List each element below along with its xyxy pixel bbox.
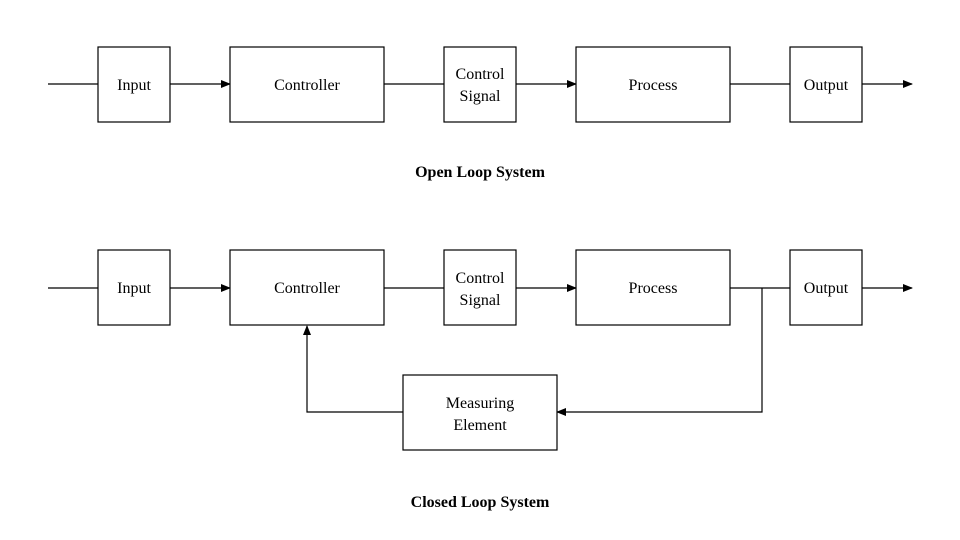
closed-loop-title: Closed Loop System <box>411 494 550 511</box>
closed-controller-label: Controller <box>274 280 340 297</box>
open-loop-diagram: Input Controller Control Signal Process … <box>48 46 913 181</box>
open-input-block: Input <box>97 46 171 123</box>
open-control-signal-label-line1: Control <box>456 66 505 83</box>
open-process-label: Process <box>629 77 678 94</box>
open-controller-block: Controller <box>229 46 385 123</box>
closed-control-signal-label-line1: Control <box>456 270 505 287</box>
closed-process-block: Process <box>575 249 731 326</box>
open-output-block: Output <box>789 46 863 123</box>
closed-controller-block: Controller <box>229 249 385 326</box>
closed-process-label: Process <box>629 280 678 297</box>
feedback-arrow-to-controller <box>303 325 403 413</box>
closed-loop-diagram: Input Controller Control Signal Process … <box>48 249 913 511</box>
open-output-label: Output <box>804 77 849 94</box>
open-loop-title: Open Loop System <box>415 164 545 181</box>
open-controller-label: Controller <box>274 77 340 94</box>
closed-control-signal-block: Control Signal <box>443 249 517 326</box>
closed-input-block: Input <box>97 249 171 326</box>
open-control-signal-label-line2: Signal <box>460 88 501 105</box>
closed-control-signal-label-line2: Signal <box>460 292 501 309</box>
open-process-block: Process <box>575 46 731 123</box>
closed-output-block: Output <box>789 249 863 326</box>
measuring-element-block: Measuring Element <box>402 374 558 451</box>
feedback-arrow-to-measuring <box>556 288 763 416</box>
closed-input-label: Input <box>117 280 151 297</box>
measuring-element-label-line1: Measuring <box>446 395 514 412</box>
closed-output-label: Output <box>804 280 849 297</box>
open-control-signal-block: Control Signal <box>443 46 517 123</box>
open-input-label: Input <box>117 77 151 94</box>
measuring-element-label-line2: Element <box>453 417 507 434</box>
